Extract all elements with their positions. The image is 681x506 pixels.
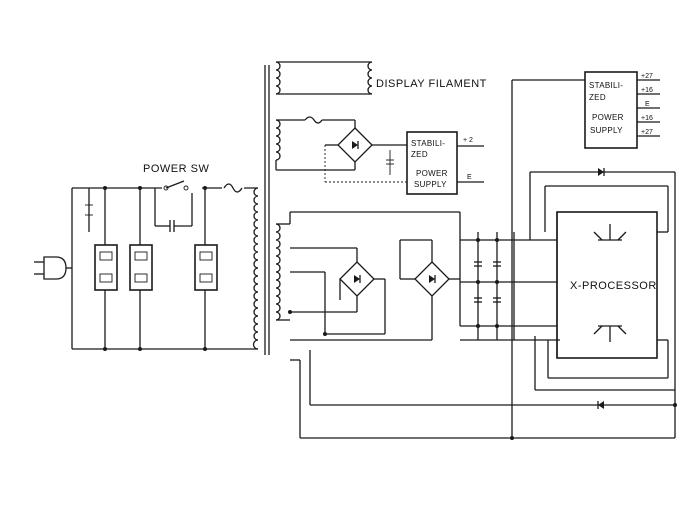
junction-dot (476, 280, 480, 284)
x-processor-label: X-PROCESSOR (570, 280, 657, 292)
psu-small-out-e: E (467, 174, 472, 181)
psu-large-line3: POWER (592, 113, 624, 122)
secondary-winding-main (275, 211, 460, 321)
transformer-core (264, 65, 270, 355)
junction-dot (510, 436, 514, 440)
psu-small-line3: POWER (416, 169, 448, 178)
psu-large-line4: SUPPLY (590, 126, 623, 135)
x-processor-block: X-PROCESSOR (556, 211, 658, 359)
fuse-icon (222, 183, 244, 193)
bridge-rectifier-icon (414, 261, 450, 297)
junction-dot (495, 238, 499, 242)
transformer-primary-winding (252, 187, 259, 350)
junction-dot (323, 332, 327, 336)
filter-module (194, 244, 218, 291)
junction-dot (103, 186, 107, 190)
junction-dot (495, 280, 499, 284)
junction-dot (203, 186, 207, 190)
psu-small-line2: ZED (411, 150, 428, 159)
junction-dot (673, 403, 677, 407)
psu-large-out2: +16 (641, 87, 653, 94)
bridge-rectifier-icon (337, 120, 373, 170)
bridge-rectifier-icon (339, 261, 375, 297)
junction-dot (103, 347, 107, 351)
power-switch-icon (162, 180, 202, 193)
junction-dot (138, 186, 142, 190)
psu-large-out5: +27 (641, 129, 653, 136)
psu-small-line1: STABILI- (411, 139, 445, 148)
psu-large-line1: STABILI- (589, 81, 623, 90)
stabilized-power-supply-large: STABILI- ZED POWER SUPPLY (584, 71, 638, 149)
psu-large-outputs (637, 79, 660, 137)
stabilized-power-supply-small: STABILI- ZED POWER SUPPLY (406, 131, 458, 195)
mains-plug-icon (34, 256, 67, 280)
capacitor-bank (460, 232, 560, 341)
psu-large-out1: +27 (641, 73, 653, 80)
secondary-winding-small (275, 116, 355, 171)
junction-dot (138, 347, 142, 351)
junction-dot (476, 324, 480, 328)
display-filament-label: DISPLAY FILAMENT (376, 78, 487, 90)
right-wiring (290, 79, 676, 439)
diode-icon (597, 401, 604, 409)
psu-small-out-pos: + 2 (463, 137, 473, 144)
junction-dot (203, 347, 207, 351)
junction-dot (495, 324, 499, 328)
junction-dot (476, 238, 480, 242)
psu-large-out4: +16 (641, 115, 653, 122)
psu-small-line4: SUPPLY (414, 180, 447, 189)
filter-module (129, 244, 153, 291)
filament-winding (275, 61, 373, 95)
psu-large-out3: E (645, 101, 650, 108)
filter-module (94, 244, 118, 291)
junction-dot (288, 310, 292, 314)
rectifier-wiring (290, 212, 560, 341)
psu-large-line2: ZED (589, 93, 606, 102)
diode-icon (598, 168, 605, 176)
power-sw-label: POWER SW (143, 163, 209, 175)
